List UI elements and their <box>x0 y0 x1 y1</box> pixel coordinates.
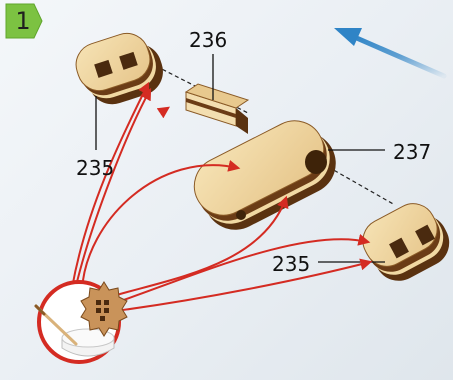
callout-236: 236 <box>189 28 228 52</box>
callout-237: 237 <box>393 140 432 164</box>
direction-arrow-icon <box>334 28 447 79</box>
gear-piece-icon <box>80 281 128 337</box>
glue-guide-arrows <box>71 81 373 313</box>
end-block-right <box>362 203 450 281</box>
callout-235-right: 235 <box>272 252 311 276</box>
glue-application-icon <box>34 280 128 364</box>
large-plate-part <box>193 120 336 230</box>
callout-leaders <box>95 54 385 263</box>
step-number: 1 <box>15 7 31 35</box>
end-block-left <box>75 32 163 105</box>
callout-235-left: 235 <box>76 156 115 180</box>
small-bar-part <box>184 83 250 134</box>
step-badge-icon <box>5 3 43 39</box>
